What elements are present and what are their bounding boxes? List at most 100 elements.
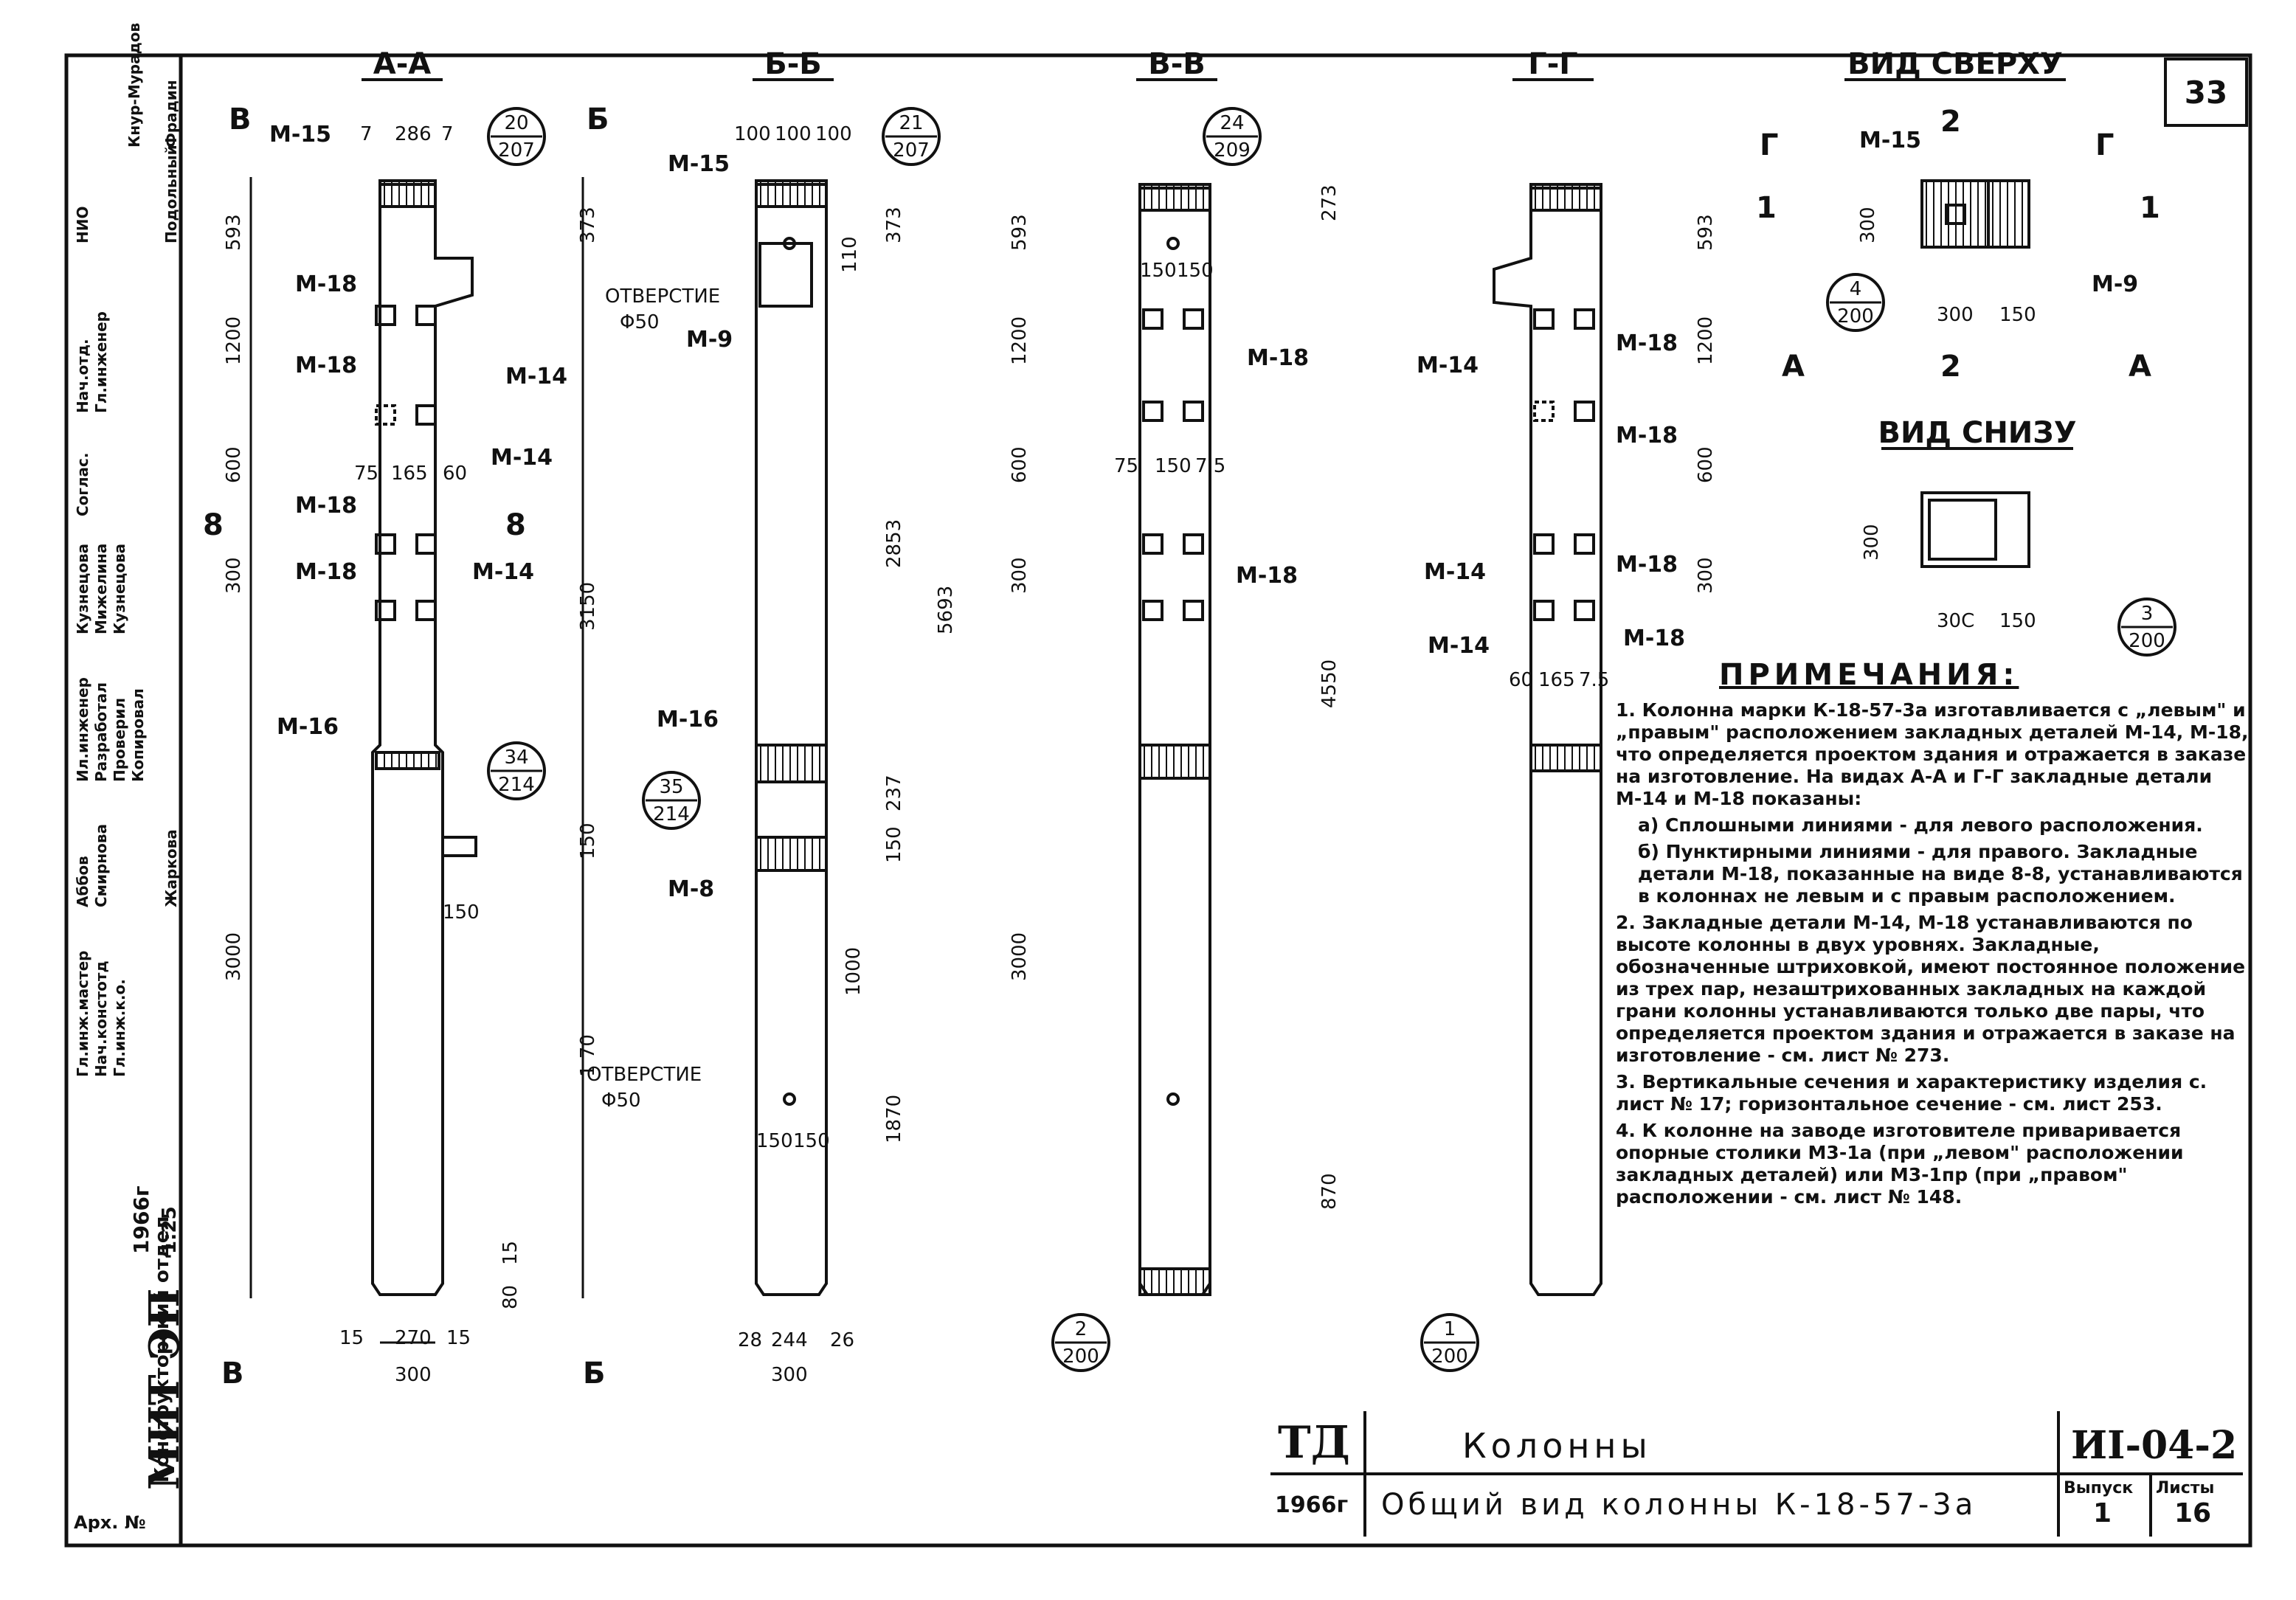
stamp-role-3: Соглас. [74,452,91,516]
top-sec-2-bottom: 2 [1940,350,1961,384]
stamp-name-4: Мижелина [92,543,110,634]
bb-dim-244: 244 [771,1329,808,1351]
stamp-dept: Конструкторский отдел [151,1216,173,1483]
tb-title2: Общий вид колонны К-18-57-3а [1381,1488,1977,1522]
gg-m18-label-3: М-18 [1616,552,1678,578]
aa-section-8-left: 8 [203,508,224,542]
callout-34-num: 34 [504,747,528,769]
aa-dim-75: 75 [354,463,378,485]
gg-dim-600: 600 [1695,446,1717,483]
stamp-name-7: Проверил [111,698,128,782]
callout-24-den: 209 [1214,139,1251,162]
gg-dim-1200: 1200 [1695,316,1717,365]
aa-dim-300: 300 [395,1364,432,1386]
stamp-archive: Арх. № [74,1512,146,1533]
aa-dim-7b: 7 [441,123,454,145]
callout-35-den: 214 [653,803,690,825]
vv-dim-870: 870 [1318,1173,1341,1210]
top-sec-a-left: А [1782,350,1805,384]
tb-sheet: 16 [2174,1498,2212,1528]
top-m15-label: М-15 [1859,128,1921,153]
bb-dim-150c: 150 [756,1130,793,1152]
stamp-scale: 1:25 [159,1206,181,1254]
notes-title: ПРИМЕЧАНИЯ: [1719,658,2019,692]
aa-dim-170: 1 70 [577,1034,599,1077]
column-gg [1493,183,1602,1296]
aa-dim-165: 165 [391,463,428,485]
callout-1-den: 200 [1431,1346,1468,1368]
bottom-dim-150: 150 [1999,610,2036,632]
vv-dim-150a: 150 [1140,260,1177,282]
bb-hole-dia-1: Φ50 [620,311,660,333]
stamp-name-3: Кузнецова [111,543,128,634]
aa-section-v-bottom: В [221,1357,244,1391]
gg-dim-593: 593 [1695,214,1717,251]
aa-m15-label: М-15 [269,122,331,148]
aa-dim-270: 270 [395,1327,432,1349]
top-dim-150: 150 [1999,304,2036,326]
note-1: 1. Колонна марки К-18-57-3а изготавливае… [1616,699,2249,809]
top-sec-1-left: 1 [1756,191,1777,225]
aa-m18-label-4: М-18 [295,559,357,585]
aa-m18-label-2: М-18 [295,353,357,378]
bb-dim-373: 373 [883,207,905,243]
callout-24-num: 24 [1220,112,1244,134]
aa-m16-label: М-16 [277,714,339,740]
title-block: ТД 1966г Колонны Общий вид колонны К-18-… [1270,1411,2243,1537]
section-gg-title: Г-Г [1528,47,1578,81]
note-3: 3. Вертикальные сечения и характеристику… [1616,1071,2207,1115]
bb-dim-5693: 5693 [935,586,957,634]
vv-dim-75: 75 [1114,455,1138,477]
vv-dim-593: 593 [1009,214,1031,251]
aa-dim-3000: 3000 [223,932,245,981]
column-aa [371,179,477,1296]
bb-dim-28: 28 [738,1329,762,1351]
top-dim-300: 300 [1937,304,1974,326]
vv-dim-300: 300 [1009,557,1031,594]
aa-dim-150: 150 [577,822,599,859]
top-sec-g-left: Г [1760,128,1779,162]
aa-section-b-top: Б [587,103,609,136]
aa-section-b-bottom: Б [583,1357,606,1391]
bb-m15-label: М-15 [668,151,730,177]
bb-hole-label-1: ОТВЕРСТИЕ [605,285,720,308]
stamp-role-1: Нач.отд. [74,339,91,413]
top-view [1920,179,2030,249]
gg-m18-label-2: М-18 [1616,423,1678,449]
bottom-view-title: ВИД СНИЗУ [1878,416,2076,450]
tb-issue: 1 [2093,1498,2112,1528]
notes-block: ПРИМЕЧАНИЯ: 1. Колонна марки К-18-57-3а … [1616,658,2250,1213]
vv-m18-label-1: М-18 [1247,345,1309,371]
vv-dim-4550: 4550 [1318,659,1341,708]
callout-21-den: 207 [893,139,930,162]
stamp-name-8: Копировал [129,688,147,782]
bb-dim-26: 26 [830,1329,854,1351]
callout-3-den: 200 [2129,630,2165,652]
top-view-title: ВИД СВЕРХУ [1847,47,2063,81]
vv-dim-150c: 150 [1155,455,1192,477]
tb-sheet-label: Листы [2156,1479,2215,1497]
stamp-name-2: Кнур-Мурадов [125,22,143,148]
stamp-name-1: Подольный [162,145,180,243]
bb-dim-100c: 100 [815,123,852,145]
sheet-number: 33 [2185,75,2227,111]
aa-dim-80: 80 [499,1285,522,1309]
bb-m16-label: М-16 [657,707,719,733]
aa-dim-15a: 15 [339,1327,364,1349]
top-sec-g-right: Г [2095,128,2115,162]
aa-dim-150b: 150 [443,901,480,924]
aa-dim-300: 300 [223,557,245,594]
stamp-role-5: Ил.инженер [74,677,91,782]
column-vv [1138,183,1211,1296]
aa-m14-label-2: М-14 [491,445,553,471]
callout-35-num: 35 [659,776,683,798]
aa-dim-15b: 15 [446,1327,471,1349]
stamp-role-2: Гл.инженер [92,311,110,413]
vv-dim-7-5: 7.5 [1195,455,1225,477]
callout-21-num: 21 [899,112,923,134]
aa-m14-label-1: М-14 [505,364,567,389]
aa-dim-373: 373 [577,207,599,243]
sheet-number-box [2164,58,2248,127]
bb-dim-100b: 100 [775,123,812,145]
stamp-role-7: Гл.инж.мастер [74,950,91,1078]
